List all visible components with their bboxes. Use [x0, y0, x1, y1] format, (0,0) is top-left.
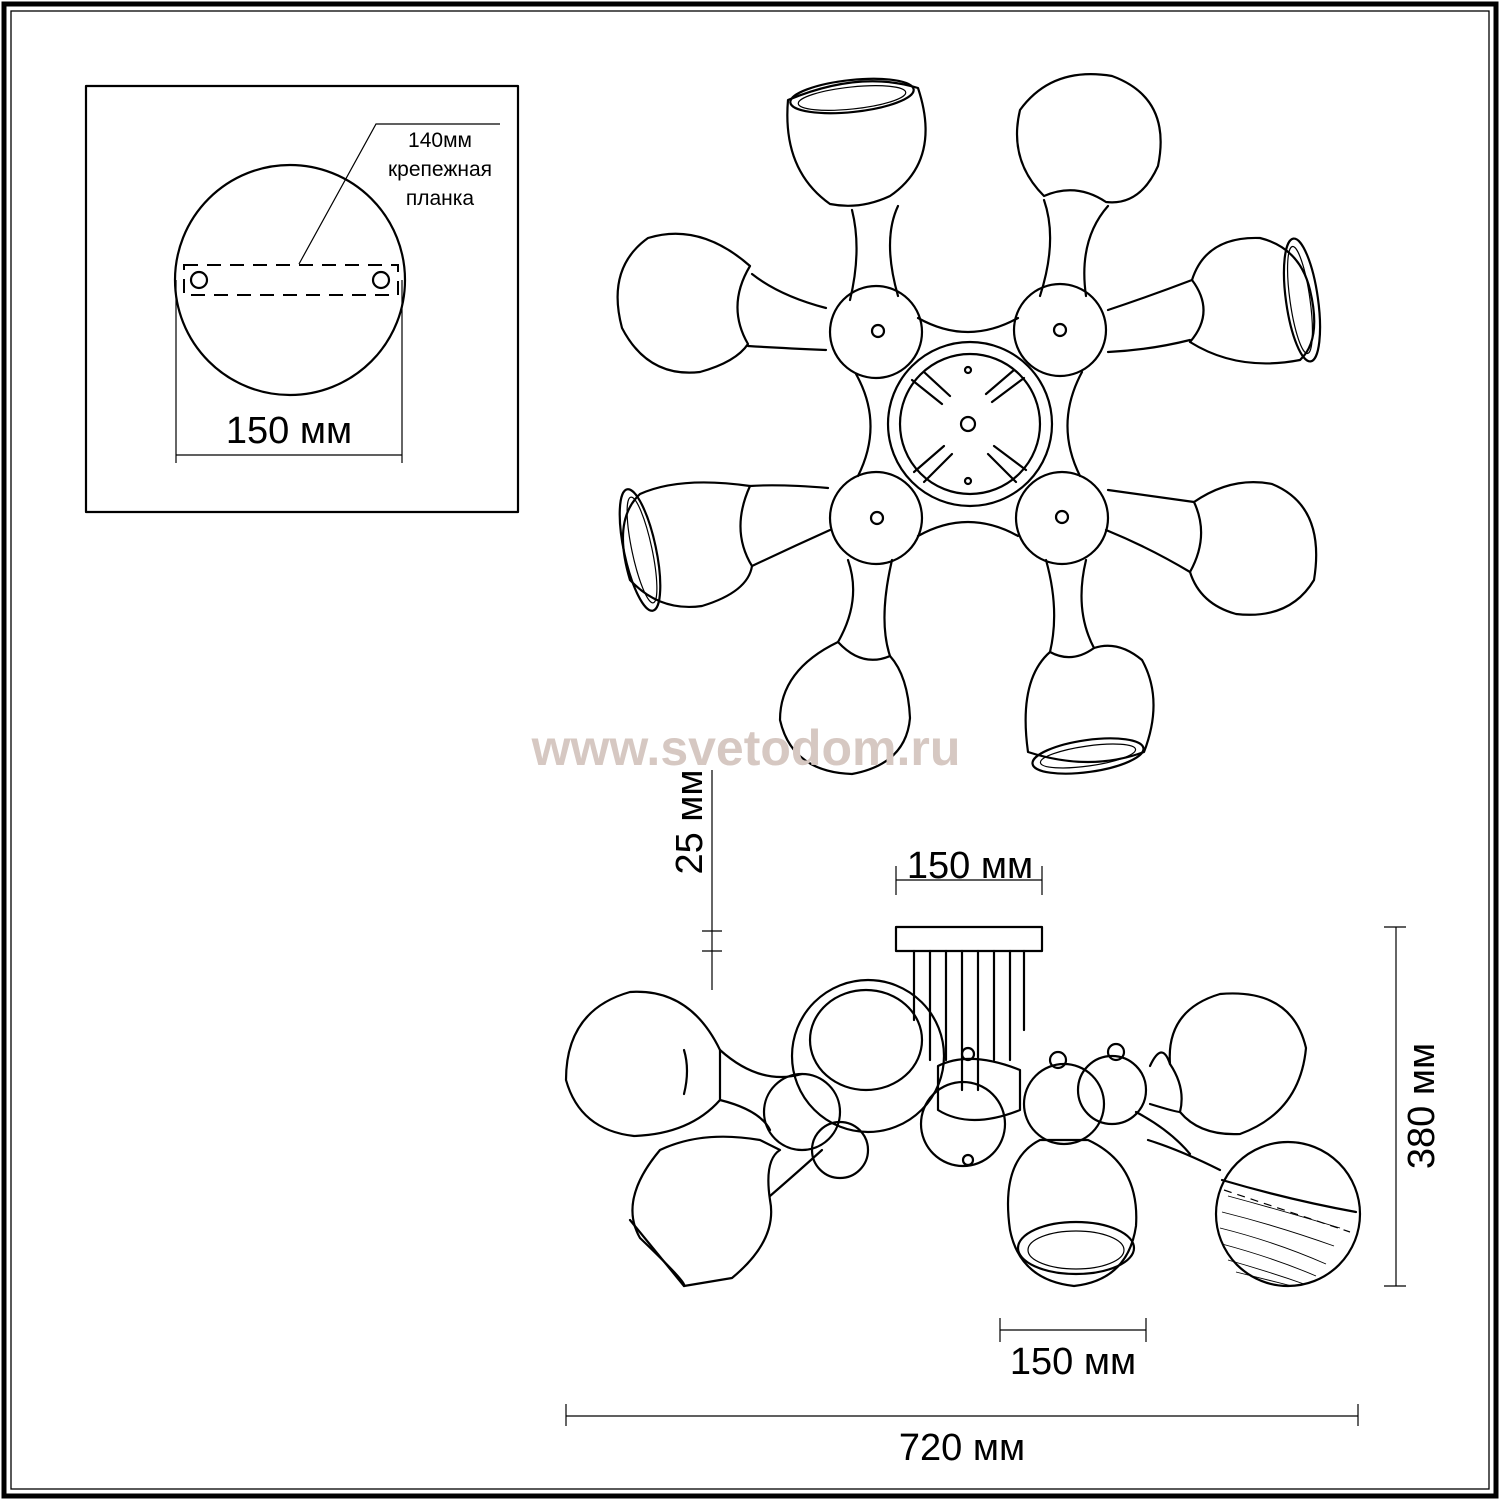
- total-width-label: 720 мм: [899, 1427, 1025, 1469]
- plate-diameter-label: 150 мм: [226, 410, 352, 452]
- bar-label-line3: планка: [406, 187, 475, 210]
- inner-frame: [10, 10, 1490, 1490]
- drop-width-label: 150 мм: [1010, 1341, 1136, 1383]
- side-view: [564, 925, 1362, 1288]
- mount-plate-inset: 140мм крепежная планка 150 мм: [84, 84, 520, 514]
- dimension-lines: 25 мм 150 мм 380 мм 150 мм 720 мм: [565, 769, 1443, 1469]
- bar-length-label: 140мм: [408, 129, 472, 152]
- top-view: [616, 73, 1322, 776]
- canopy-width-label: 150 мм: [907, 845, 1033, 887]
- height-label: 380 мм: [1401, 1043, 1443, 1169]
- watermark: www.svetodom.ru: [531, 720, 961, 776]
- bar-label-line2: крепежная: [388, 158, 492, 181]
- gap-top-label: 25 мм: [669, 769, 711, 874]
